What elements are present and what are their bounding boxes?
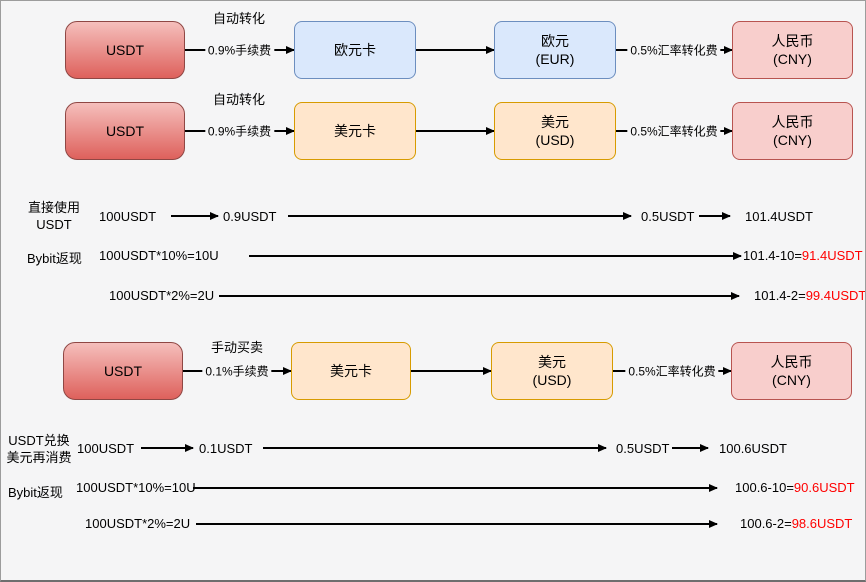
flow1-rate-label: 0.5%汇率转化费 — [627, 41, 721, 59]
flow2-phase-label: 自动转化 — [212, 92, 266, 107]
flow1-node-eur-card: 欧元卡 — [294, 21, 416, 79]
node-title: 美元 — [538, 354, 566, 370]
node-subtitle: (CNY) — [773, 51, 812, 67]
calc-swap-fee: 0.1USDT — [199, 441, 253, 456]
node-title: USDT — [103, 363, 143, 379]
calc-arrow — [263, 443, 607, 452]
flow3-node-usdt: USDT — [63, 342, 183, 400]
calc-arrow — [672, 443, 709, 452]
calc-rebate2-label: Bybit返现 — [8, 485, 63, 500]
node-subtitle: (CNY) — [773, 132, 812, 148]
result-value-highlight: 91.4USDT — [801, 248, 863, 263]
flow3-fee-label: 0.1%手续费 — [202, 362, 272, 380]
flow2-fee-label: 0.9%手续费 — [204, 122, 275, 140]
result-prefix: 100.6-2= — [740, 516, 792, 531]
calc-direct-rate: 0.5USDT — [641, 209, 695, 224]
result-prefix: 101.4-2= — [754, 288, 806, 303]
calc-rebate2a-result: 100.6-10=90.6USDT — [735, 480, 855, 495]
flow2-node-usdt: USDT — [65, 102, 185, 160]
flow3-plain-arrow — [411, 366, 492, 375]
calc-rebate1b-formula: 100USDT*2%=2U — [109, 288, 215, 303]
calc-direct-label: 直接使用 USDT — [20, 199, 88, 233]
flow2-rate-arrow: 0.5%汇率转化费 — [616, 122, 733, 140]
flow3-node-cny: 人民币 (CNY) — [731, 342, 852, 400]
calc-rebate1-label: Bybit返现 — [27, 251, 82, 266]
flow2-node-cny: 人民币 (CNY) — [732, 102, 853, 160]
calc-swap-start: 100USDT — [77, 441, 135, 456]
calc-rebate1a-formula: 100USDT*10%=10U — [99, 248, 219, 263]
flow1-rate-arrow: 0.5%汇率转化费 — [616, 41, 733, 59]
node-title: USDT — [105, 123, 145, 139]
node-title: 人民币 — [771, 114, 814, 130]
result-value-highlight: 98.6USDT — [791, 516, 853, 531]
flow3-rate-label: 0.5%汇率转化费 — [625, 362, 719, 380]
flow1-node-cny: 人民币 (CNY) — [732, 21, 853, 79]
result-prefix: 100.6-10= — [735, 480, 794, 495]
calc-arrow — [249, 251, 742, 260]
calc-arrow — [193, 483, 718, 492]
calc-rebate2a-formula: 100USDT*10%=10U — [76, 480, 196, 495]
flow3-node-usd: 美元 (USD) — [491, 342, 613, 400]
flow1-fee-label: 0.9%手续费 — [204, 41, 275, 59]
calc-swap-total: 100.6USDT — [719, 441, 787, 456]
flow3-fee-arrow: 0.1%手续费 — [183, 362, 292, 380]
flow1-plain-arrow — [416, 45, 495, 54]
calc-direct-total: 101.4USDT — [745, 209, 813, 224]
calc-arrow — [141, 443, 194, 452]
flow1-node-eur: 欧元 (EUR) — [494, 21, 616, 79]
result-value-highlight: 90.6USDT — [793, 480, 855, 495]
node-title: 欧元 — [541, 33, 569, 49]
flow2-node-usd: 美元 (USD) — [494, 102, 616, 160]
calc-direct-label-line1: 直接使用 — [27, 200, 80, 215]
flow2-fee-arrow: 0.9%手续费 — [185, 122, 295, 140]
calc-arrow — [219, 291, 740, 300]
result-value-highlight: 99.4USDT — [805, 288, 866, 303]
flow2-rate-label: 0.5%汇率转化费 — [627, 122, 721, 140]
calc-rebate1a-result: 101.4-10=91.4USDT — [743, 248, 863, 263]
calc-rebate2b-formula: 100USDT*2%=2U — [85, 516, 191, 531]
calc-arrow — [288, 211, 632, 220]
flow1-phase-label: 自动转化 — [212, 11, 266, 26]
calc-direct-start: 100USDT — [99, 209, 157, 224]
flow2-node-usd-card: 美元卡 — [294, 102, 416, 160]
node-subtitle: (USD) — [532, 372, 572, 388]
node-title: 美元卡 — [330, 363, 372, 379]
calc-swap-label: USDT兑换 美元再消费 — [4, 432, 74, 466]
calc-arrow — [699, 211, 731, 220]
flow3-phase-label: 手动买卖 — [210, 340, 264, 355]
calc-direct-fee: 0.9USDT — [223, 209, 277, 224]
flow1-node-usdt: USDT — [65, 21, 185, 79]
calc-direct-label-line2: USDT — [36, 217, 72, 232]
calc-swap-rate: 0.5USDT — [616, 441, 670, 456]
flow3-rate-arrow: 0.5%汇率转化费 — [613, 362, 732, 380]
calc-rebate2b-result: 100.6-2=98.6USDT — [740, 516, 852, 531]
node-title: 人民币 — [771, 33, 814, 49]
flow2-plain-arrow — [416, 126, 495, 135]
calc-arrow — [196, 519, 718, 528]
node-subtitle: (CNY) — [772, 372, 811, 388]
node-subtitle: (EUR) — [535, 51, 575, 67]
flow3-node-usd-card: 美元卡 — [291, 342, 411, 400]
flow1-fee-arrow: 0.9%手续费 — [185, 41, 295, 59]
node-title: 欧元卡 — [334, 42, 376, 58]
calc-rebate1b-result: 101.4-2=99.4USDT — [754, 288, 866, 303]
node-title: 人民币 — [770, 354, 813, 370]
calc-arrow — [171, 211, 219, 220]
node-title: 美元卡 — [334, 123, 376, 139]
calc-swap-label-line1: USDT兑换 — [8, 433, 70, 448]
node-title: 美元 — [541, 114, 569, 130]
node-subtitle: (USD) — [535, 132, 575, 148]
result-prefix: 101.4-10= — [743, 248, 802, 263]
node-title: USDT — [105, 42, 145, 58]
calc-swap-label-line2: 美元再消费 — [6, 450, 72, 465]
